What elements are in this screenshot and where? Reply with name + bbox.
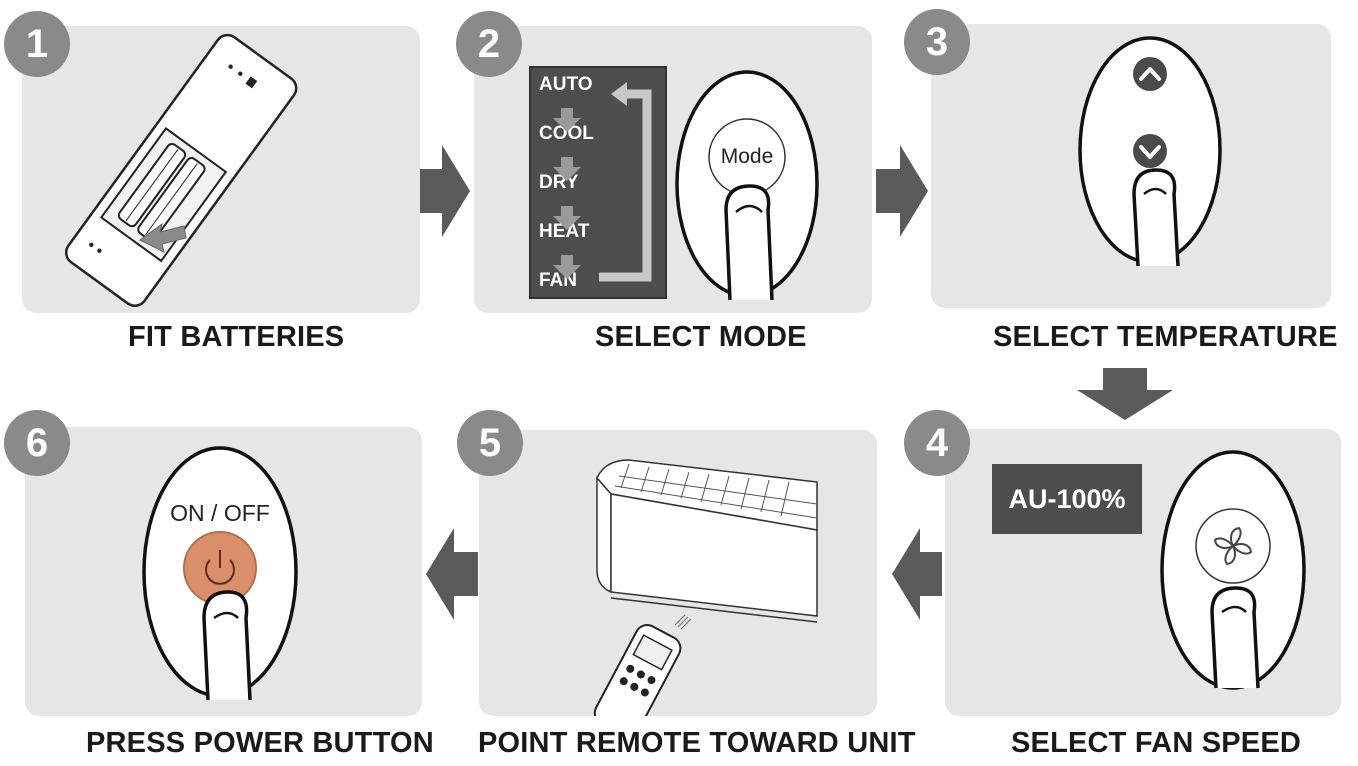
battery-remote-illustration [64,33,298,307]
mode-button-label: Mode [720,145,774,168]
flow-arrow-down-icon [1077,368,1173,420]
step-6-badge: 6 [4,410,70,476]
step-5-badge: 5 [457,410,523,476]
fan-remote-illustration [1160,450,1306,690]
flow-arrow-left-icon [426,528,478,620]
step-1-caption: FIT BATTERIES [128,321,345,353]
indoor-unit-illustration [593,459,818,716]
mode-cycle-arrows [553,82,652,282]
mode-item-cool: COOL [539,123,594,144]
fan-icon [1213,526,1253,566]
chevron-down-icon [1139,145,1161,159]
step-3-badge: 3 [904,9,970,75]
step-2-badge: 2 [456,11,522,77]
return-arrow-icon [611,82,627,106]
fan-speed-display: AU-100% [992,464,1142,534]
step-5-caption: POINT REMOTE TOWARD UNIT [478,727,916,759]
power-button-label: ON / OFF [170,500,270,526]
power-icon [205,559,235,585]
step-4-badge: 4 [904,410,970,476]
flow-arrow-right-icon [420,145,470,237]
mode-item-auto: AUTO [539,74,593,95]
down-arrow-icon [553,206,581,230]
step-4-caption: SELECT FAN SPEED [1011,727,1302,759]
mode-remote-illustration [675,70,819,301]
temperature-remote-illustration [1078,36,1222,267]
step-6-caption: PRESS POWER BUTTON [86,727,434,759]
temp-up-button[interactable] [1133,57,1167,91]
temp-down-button[interactable] [1133,134,1167,168]
down-arrow-icon [553,255,581,279]
flow-arrow-right-icon [876,145,928,237]
step-2-caption: SELECT MODE [595,321,807,353]
down-arrow-icon [553,108,581,132]
chevron-up-icon [1139,67,1161,81]
power-remote-illustration [142,446,298,701]
down-arrow-icon [553,157,581,181]
flow-arrow-left-icon [892,528,942,620]
mode-item-heat: HEAT [539,221,590,242]
step-3-caption: SELECT TEMPERATURE [993,321,1338,353]
step-1-badge: 1 [4,11,70,77]
